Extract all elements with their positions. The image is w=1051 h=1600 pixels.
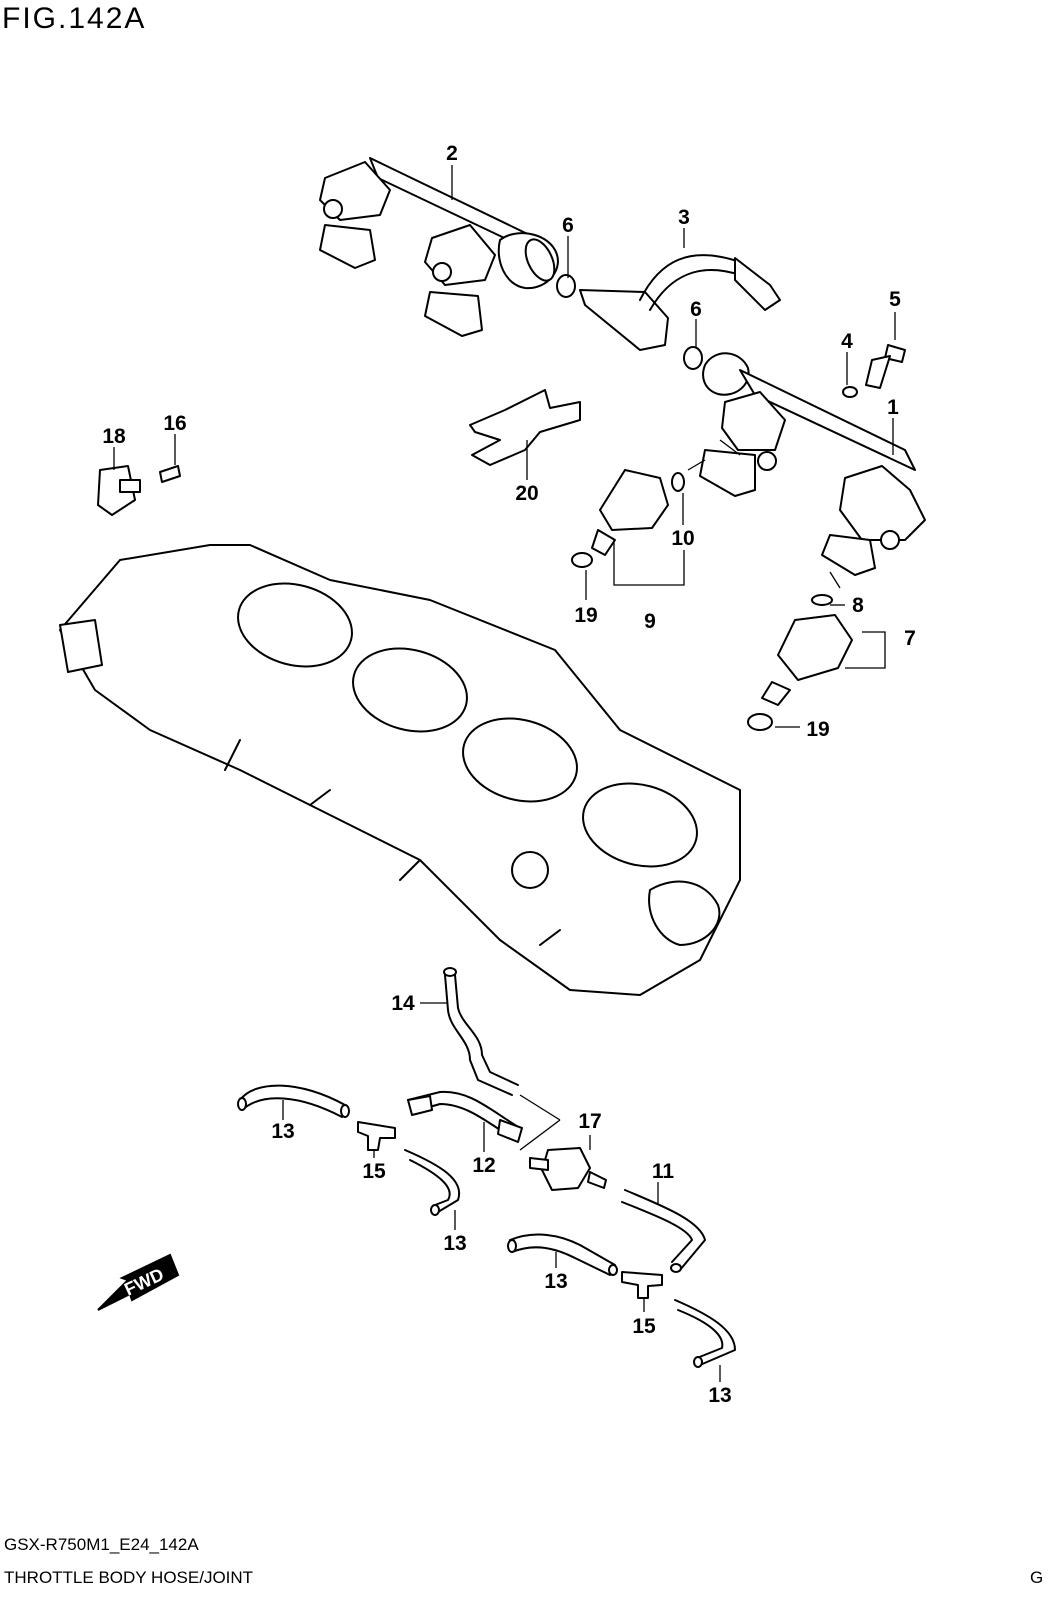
callout-13-d: 13: [708, 1384, 731, 1407]
hose-13-a: [237, 1084, 350, 1118]
section-title: THROTTLE BODY HOSE/JOINT: [4, 1568, 254, 1587]
injector-9: [591, 469, 669, 556]
hose-13-b: [404, 1149, 461, 1216]
callout-18: 18: [102, 425, 126, 448]
bolt-5: [865, 344, 906, 389]
cushion-19-lower: [747, 713, 773, 731]
callout-10: 10: [671, 527, 694, 550]
fuel-joint-pipe: [579, 254, 781, 351]
cushion-19-upper: [571, 552, 593, 568]
o-ring-6-upper: [556, 274, 576, 298]
callout-13-a: 13: [271, 1120, 294, 1143]
hose-13-c: [507, 1233, 618, 1276]
fwd-arrow: FWD: [97, 1253, 180, 1311]
t-joint-15-a: [357, 1121, 396, 1151]
callout-12: 12: [472, 1154, 495, 1177]
screw-16: [159, 465, 181, 483]
model-code: GSX-R750M1_E24_142A: [4, 1535, 199, 1554]
callout-17: 17: [578, 1110, 601, 1133]
leader-lines: [113, 165, 896, 1382]
fuel-delivery-pipe-upper: [319, 157, 559, 337]
callout-4: 4: [841, 330, 853, 353]
bracket-20: [469, 389, 581, 466]
callout-8: 8: [852, 594, 864, 617]
fuel-delivery-pipe-lower: [699, 352, 926, 576]
callout-11: 11: [652, 1160, 675, 1183]
hose-11: [621, 1189, 706, 1273]
injector-7: [761, 614, 853, 706]
throttle-body: [59, 544, 741, 996]
callout-14: 14: [391, 992, 415, 1015]
callout-2: 2: [446, 142, 458, 165]
callout-1: 1: [887, 396, 899, 419]
callout-labels: 2 6 3 6 5 4 1 16 18 20 10 19 9 8 7 19 14…: [102, 142, 916, 1407]
callout-9: 9: [644, 610, 656, 633]
callout-15-lower: 15: [632, 1315, 656, 1338]
sensor-18: [97, 465, 141, 516]
callout-13-b: 13: [443, 1232, 466, 1255]
corner-mark: G: [1030, 1568, 1044, 1587]
callout-13-c: 13: [544, 1270, 567, 1293]
seal-10: [671, 472, 685, 492]
seal-8: [811, 594, 833, 606]
callout-6-lower: 6: [690, 298, 702, 321]
hose-12: [407, 1090, 523, 1143]
callout-6-upper: 6: [562, 214, 574, 237]
t-joint-15-b: [621, 1271, 663, 1299]
callout-3: 3: [678, 206, 690, 229]
callout-19-lower: 19: [806, 718, 829, 741]
o-ring-6-lower: [683, 346, 703, 370]
figure-title: FIG.142A: [2, 2, 147, 35]
callout-20: 20: [515, 482, 538, 505]
hose-14: [443, 967, 519, 1096]
callout-16: 16: [163, 412, 186, 435]
damper-17: [529, 1147, 607, 1191]
washer-4: [842, 386, 858, 398]
callout-19-upper: 19: [574, 604, 597, 627]
callout-5: 5: [889, 288, 901, 311]
callout-7: 7: [904, 627, 916, 650]
callout-15-upper: 15: [362, 1160, 386, 1183]
hose-13-d: [674, 1299, 736, 1368]
